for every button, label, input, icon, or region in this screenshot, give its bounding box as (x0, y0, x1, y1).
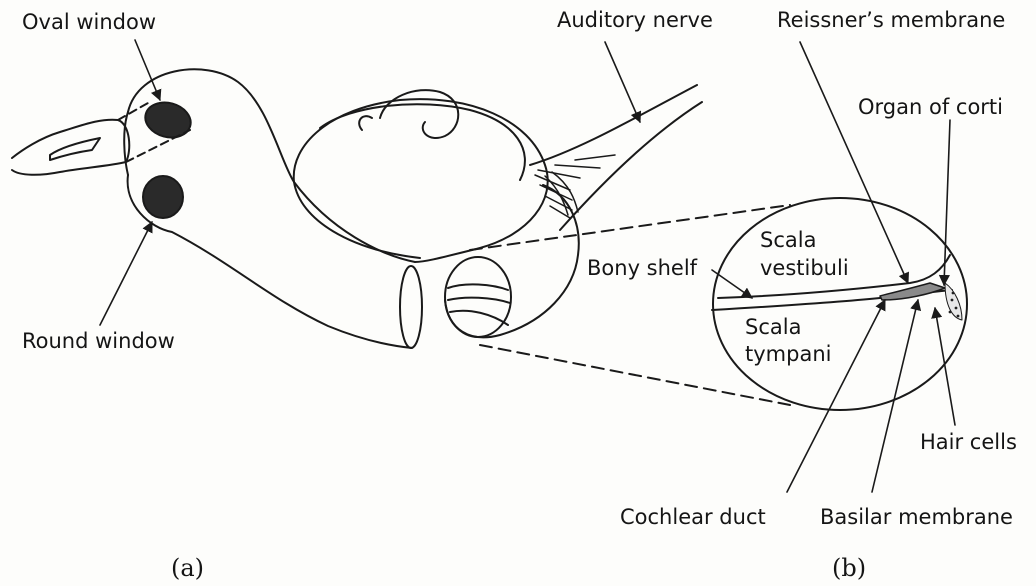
caption-a: (a) (171, 556, 204, 580)
bony-shelf-label: Bony shelf (587, 258, 697, 279)
cochlear-duct-label: Cochlear duct (620, 507, 766, 528)
auditory-nerve-bundle (530, 85, 702, 230)
round-window-arrow (100, 222, 152, 325)
bony-shelf-arrow (712, 270, 752, 298)
basilar-membrane-label: Basilar membrane (820, 507, 1013, 528)
scala-tympani-label-line2: tympani (745, 344, 831, 365)
round-window-label: Round window (22, 331, 175, 352)
hair-cells-label: Hair cells (920, 432, 1017, 453)
scala-vestibuli-label-line2: vestibuli (760, 258, 849, 279)
projection-lines (470, 205, 790, 405)
oval-window-label: Oval window (22, 12, 156, 33)
cochlea-spiral (294, 90, 579, 337)
organ-of-corti-label: Organ of corti (858, 97, 1003, 118)
round-window-shape (143, 176, 183, 218)
cochlear-duct-arrow (787, 300, 885, 492)
basilar-membrane-arrow (872, 300, 918, 492)
cochlea-cross-section-small (445, 257, 511, 337)
hair-cells-arrow (935, 308, 955, 425)
cross-section-b (712, 198, 967, 410)
oval-window-shape (141, 98, 194, 143)
auditory-nerve-arrow (605, 42, 640, 122)
caption-b: (b) (832, 556, 866, 580)
scala-tympani-label-line1: Scala (745, 317, 801, 338)
scala-vestibuli-label-line1: Scala (760, 230, 816, 251)
reissners-membrane-label: Reissner’s membrane (777, 10, 1005, 31)
auditory-nerve-label: Auditory nerve (557, 10, 713, 31)
